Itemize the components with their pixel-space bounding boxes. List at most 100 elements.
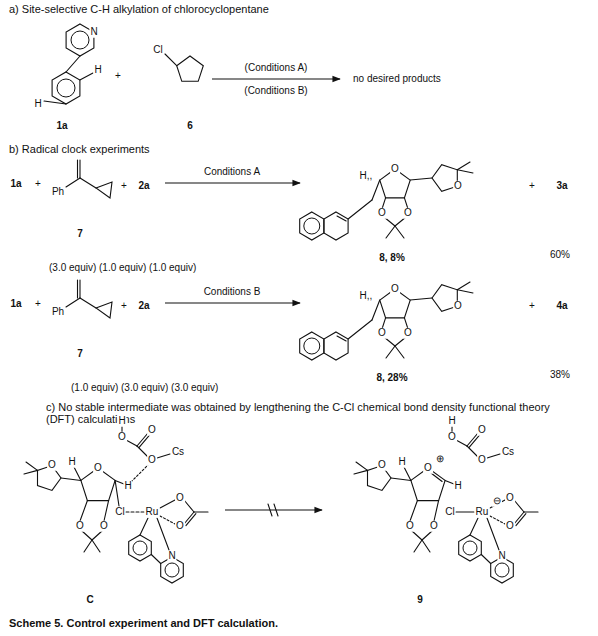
chem-label: H — [117, 416, 126, 427]
bond-line — [487, 518, 499, 550]
compound-number: 3a — [555, 181, 568, 192]
ring-outline — [324, 332, 348, 360]
compound-number: 1a — [9, 299, 22, 310]
bond-line — [356, 462, 367, 470]
bond-line — [456, 440, 467, 446]
cyclopropane — [96, 302, 112, 318]
compound-number: 8, 8% — [378, 253, 406, 264]
bond-line — [160, 500, 175, 508]
chem-label: Cl — [152, 45, 163, 56]
chem-label: + — [528, 181, 536, 192]
bond-line — [404, 467, 411, 480]
chem-label: O — [390, 284, 400, 295]
aromatic-circle — [304, 218, 320, 234]
chem-label: no desired products — [352, 74, 442, 85]
chem-label: O — [377, 328, 387, 339]
chem-label: (3.0 equiv) (1.0 equiv) (1.0 equiv) — [48, 263, 197, 274]
chem-label: O — [477, 425, 487, 436]
bond-line — [386, 346, 395, 358]
bond-line — [157, 454, 170, 458]
chem-label: O — [93, 463, 103, 474]
bond-line — [395, 337, 406, 346]
aromatic-circle — [57, 79, 75, 97]
chem-label: + — [120, 181, 128, 192]
bond-line — [165, 54, 177, 66]
bond-line — [157, 518, 169, 550]
compound-number: 8, 28% — [375, 373, 408, 384]
chem-label: H — [33, 99, 42, 110]
bond-line — [348, 200, 372, 219]
chem-label: O — [423, 463, 433, 474]
bond-line — [422, 540, 430, 552]
chem-label: Ph — [51, 307, 65, 318]
chem-label: O — [377, 208, 387, 219]
bond-line — [337, 336, 346, 341]
aromatic-circle — [133, 541, 147, 555]
bond-line — [412, 531, 422, 540]
bond-line — [140, 518, 148, 535]
chem-label: H,, — [359, 291, 374, 302]
bond-line — [151, 555, 160, 564]
bond-line — [44, 101, 66, 104]
chem-label: O — [147, 455, 157, 466]
chem-label: ⊖ — [492, 496, 502, 507]
reaction-arrow — [165, 182, 300, 183]
bond-line — [26, 462, 37, 470]
bond-line — [354, 470, 367, 474]
bond-line — [92, 540, 100, 552]
bond-line — [61, 478, 81, 480]
chem-label: H,, — [359, 171, 374, 182]
ring-outline — [459, 535, 482, 561]
bond-line — [82, 531, 92, 540]
bond-line — [524, 511, 538, 512]
chem-label: (Conditions A) — [244, 63, 309, 74]
bond-line — [410, 178, 432, 180]
bond-line — [395, 346, 404, 358]
chem-label: Ru — [145, 507, 160, 518]
chem-label: O — [453, 181, 463, 192]
bond-line — [66, 178, 80, 187]
chem-label: O — [175, 493, 185, 504]
chem-label: Cl — [114, 507, 125, 518]
compound-number: 7 — [76, 229, 84, 240]
chem-label: + — [114, 71, 122, 82]
chem-label: (1.0 equiv) (3.0 equiv) (3.0 equiv) — [70, 383, 219, 394]
chem-label: Conditions A — [203, 167, 261, 178]
bond-line — [372, 300, 380, 320]
chem-label: Cs — [171, 447, 185, 458]
aromatic-circle — [304, 338, 320, 354]
chem-label: Conditions B — [203, 287, 262, 298]
chem-label: Ph — [51, 187, 65, 198]
bond-line — [457, 282, 470, 290]
chem-label: + — [34, 179, 42, 190]
bond-line — [372, 180, 380, 200]
bond-line — [456, 511, 474, 512]
chem-label: 60% — [549, 250, 571, 261]
chem-label: Ru — [475, 507, 490, 518]
bond-line — [469, 435, 480, 448]
compound-number: 2a — [137, 181, 150, 192]
bond-line — [337, 216, 346, 221]
bond-line — [457, 290, 473, 293]
bond-line — [92, 531, 102, 540]
bond-line — [470, 518, 478, 535]
bond-line — [80, 73, 93, 80]
bond-line — [386, 226, 395, 238]
bond-line — [414, 540, 422, 552]
bond-line — [77, 280, 78, 298]
chem-label: N — [167, 551, 176, 562]
compound-number: 2a — [137, 301, 150, 312]
chem-label: O — [447, 432, 457, 443]
bond-line — [348, 320, 372, 339]
chem-label: (Conditions B) — [243, 86, 308, 97]
bond-line — [481, 555, 490, 564]
bond-line — [184, 500, 194, 512]
bond-line — [77, 160, 78, 178]
chem-label: O — [47, 460, 57, 471]
bond-line — [84, 540, 92, 552]
chem-label: O — [403, 208, 413, 219]
bond-line — [186, 514, 196, 526]
compound-number: 7 — [76, 349, 84, 360]
bond-line — [104, 501, 109, 521]
bond-line — [115, 480, 119, 506]
